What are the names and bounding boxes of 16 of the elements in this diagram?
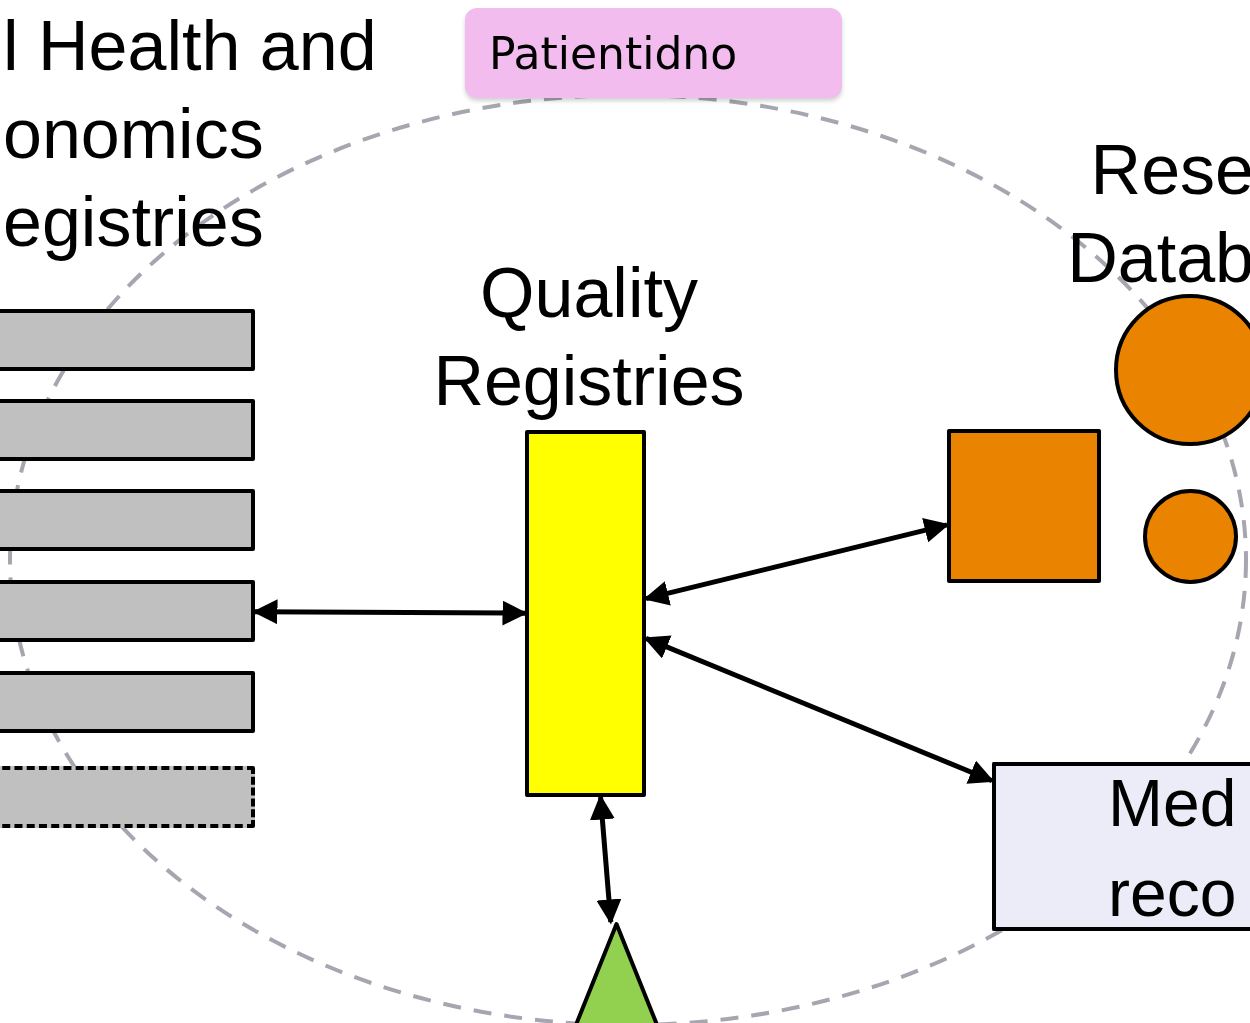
box-text: Med reco bbox=[1108, 765, 1238, 932]
heading: Quality Registries bbox=[432, 253, 746, 422]
bar bbox=[0, 399, 255, 461]
id-tag: Patientidno bbox=[465, 8, 842, 98]
bar bbox=[0, 671, 255, 733]
arrow bbox=[589, 794, 622, 925]
square bbox=[947, 429, 1101, 583]
bar bbox=[0, 309, 255, 371]
arrow bbox=[643, 635, 995, 784]
bar bbox=[0, 489, 255, 551]
arrow bbox=[252, 599, 528, 626]
arrow bbox=[643, 518, 950, 606]
dashed-bar bbox=[0, 766, 255, 828]
heading: l Health and onomics egistries bbox=[3, 6, 378, 263]
bar bbox=[0, 580, 255, 642]
records-box bbox=[992, 762, 1250, 931]
